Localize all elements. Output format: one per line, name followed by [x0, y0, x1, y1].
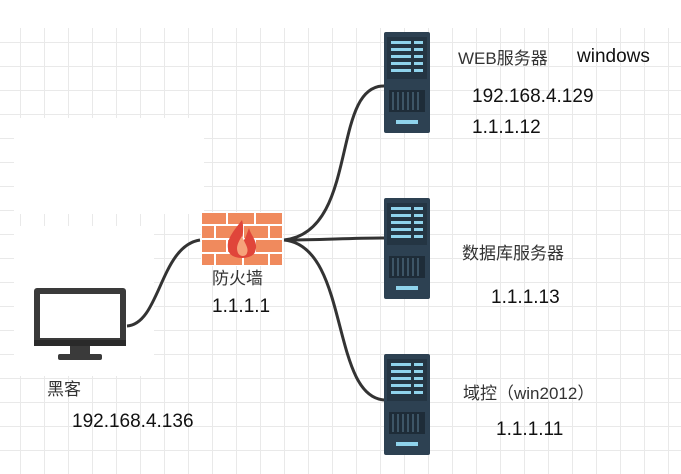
desktop-computer-icon — [34, 288, 126, 360]
hacker-label: 黑客 — [47, 380, 81, 399]
dc-server-label: 域控（win2012） — [463, 384, 595, 403]
link-firewall-web — [283, 84, 386, 242]
web-server-ip: 1.1.1.12 — [472, 117, 541, 138]
web-server-label: WEB服务器 — [458, 49, 548, 68]
dc-server-node — [384, 354, 430, 455]
blank-area-top — [0, 0, 681, 28]
db-server-ip: 1.1.1.13 — [491, 287, 560, 308]
server-tower-icon — [384, 198, 430, 299]
link-firewall-db — [283, 236, 386, 242]
web-server-internal-ip: 192.168.4.129 — [472, 86, 594, 107]
firewall-label: 防火墙 — [212, 269, 263, 288]
firewall-node — [201, 212, 283, 266]
web-server-os: windows — [577, 46, 650, 67]
server-tower-icon — [384, 32, 430, 133]
link-hacker-firewall — [126, 238, 201, 328]
db-server-label: 数据库服务器 — [462, 244, 564, 263]
hacker-node — [30, 286, 130, 364]
web-server-node — [384, 32, 430, 133]
link-firewall-dc — [283, 238, 386, 402]
hacker-ip: 192.168.4.136 — [72, 411, 194, 432]
server-tower-icon — [384, 354, 430, 455]
blank-area-left — [14, 118, 204, 214]
firewall-ip: 1.1.1.1 — [212, 296, 271, 317]
firewall-icon — [201, 212, 283, 266]
dc-server-ip: 1.1.1.11 — [496, 419, 564, 440]
db-server-node — [384, 198, 430, 299]
